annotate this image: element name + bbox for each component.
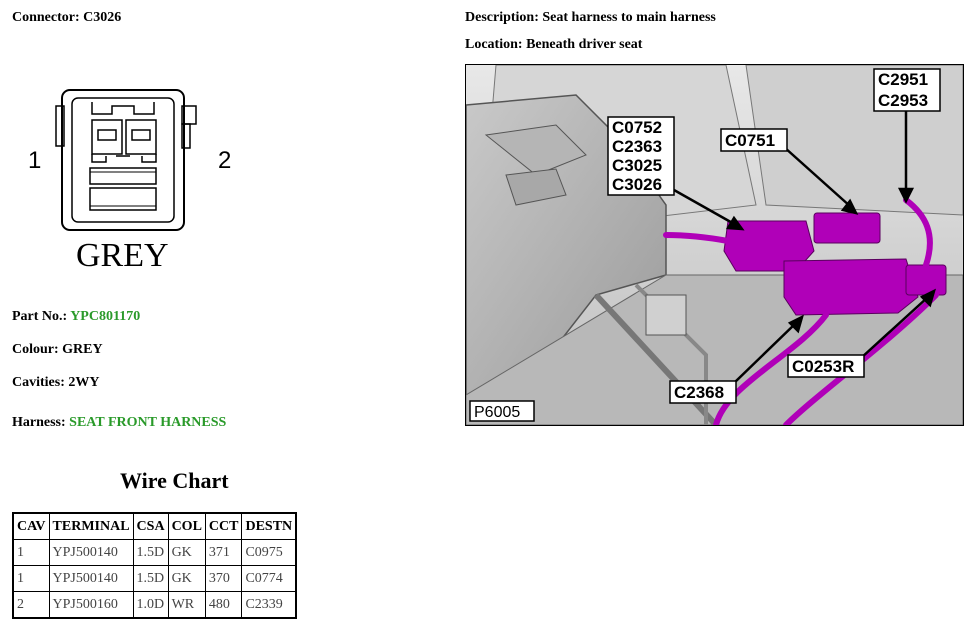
cell-cav: 2 bbox=[12, 591, 50, 619]
callout-c0752: C0752 bbox=[612, 118, 662, 137]
cavities-value: 2WY bbox=[68, 375, 100, 390]
cell-cav: 1 bbox=[12, 565, 50, 592]
connector-label: Connector: bbox=[12, 10, 80, 25]
connector-heading: Connector: C3026 bbox=[12, 10, 121, 26]
description-label: Description: bbox=[465, 10, 539, 25]
cell-csa: 1.5D bbox=[132, 565, 169, 592]
callout-c0253r: C0253R bbox=[792, 357, 854, 376]
header-destn: DESTN bbox=[241, 512, 297, 540]
cell-destn: C0774 bbox=[241, 565, 297, 592]
wire-chart-table: CAV TERMINAL CSA COL CCT DESTN 1 YPJ5001… bbox=[12, 512, 298, 619]
description-row: Description: Seat harness to main harnes… bbox=[465, 10, 716, 26]
header-terminal: TERMINAL bbox=[48, 512, 134, 540]
callout-c3025: C3025 bbox=[612, 156, 662, 175]
cell-destn: C2339 bbox=[241, 591, 297, 619]
callout-c2368: C2368 bbox=[674, 383, 724, 402]
harness-row: Harness: SEAT FRONT HARNESS bbox=[12, 415, 226, 431]
location-illustration: C0752 C2363 C3025 C3026 C0751 C2951 C295… bbox=[465, 64, 964, 426]
seat-underside-drawing: C0752 C2363 C3025 C3026 C0751 C2951 C295… bbox=[466, 65, 963, 425]
table-row: 1 YPJ500140 1.5D GK 371 C0975 bbox=[12, 539, 297, 566]
description-value: Seat harness to main harness bbox=[542, 10, 716, 25]
cavities-label: Cavities: bbox=[12, 375, 65, 390]
colour-label: Colour: bbox=[12, 342, 59, 357]
callout-c2363: C2363 bbox=[612, 137, 662, 156]
cell-csa: 1.5D bbox=[132, 539, 169, 566]
location-label: Location: bbox=[465, 37, 523, 52]
cell-cct: 480 bbox=[204, 591, 243, 619]
cell-cct: 371 bbox=[204, 539, 243, 566]
harness-link[interactable]: SEAT FRONT HARNESS bbox=[69, 415, 227, 430]
cell-terminal: YPJ500140 bbox=[48, 565, 134, 592]
harness-label: Harness: bbox=[12, 415, 66, 430]
header-cav: CAV bbox=[12, 512, 50, 540]
callout-c3026: C3026 bbox=[612, 175, 662, 194]
cell-cct: 370 bbox=[204, 565, 243, 592]
location-value: Beneath driver seat bbox=[526, 37, 643, 52]
callout-c0751: C0751 bbox=[725, 131, 775, 150]
connector-face-diagram: 1 2 GREY bbox=[28, 89, 231, 274]
header-csa: CSA bbox=[132, 512, 169, 540]
cell-col: WR bbox=[167, 591, 206, 619]
header-col: COL bbox=[167, 512, 206, 540]
cell-col: GK bbox=[167, 565, 206, 592]
cell-terminal: YPJ500140 bbox=[48, 539, 134, 566]
cell-csa: 1.0D bbox=[132, 591, 169, 619]
part-number-link[interactable]: YPC801170 bbox=[70, 309, 141, 324]
colour-value: GREY bbox=[62, 342, 103, 357]
pin-1-label: 1 bbox=[28, 147, 41, 174]
cell-terminal: YPJ500160 bbox=[48, 591, 134, 619]
location-row: Location: Beneath driver seat bbox=[465, 37, 642, 53]
wire-chart-title: Wire Chart bbox=[120, 468, 229, 493]
table-row: 1 YPJ500140 1.5D GK 370 C0774 bbox=[12, 565, 297, 592]
pin-2-label: 2 bbox=[218, 147, 231, 174]
colour-row: Colour: GREY bbox=[12, 342, 103, 358]
cell-cav: 1 bbox=[12, 539, 50, 566]
cell-destn: C0975 bbox=[241, 539, 297, 566]
cavities-row: Cavities: 2WY bbox=[12, 375, 100, 391]
wire-chart-header-row: CAV TERMINAL CSA COL CCT DESTN bbox=[12, 512, 297, 540]
callout-c2953: C2953 bbox=[878, 91, 928, 110]
callout-c2951: C2951 bbox=[878, 70, 928, 89]
connector-id: C3026 bbox=[83, 10, 122, 25]
table-row: 2 YPJ500160 1.0D WR 480 C2339 bbox=[12, 591, 297, 619]
connector-color-text: GREY bbox=[76, 237, 169, 274]
figure-id: P6005 bbox=[474, 404, 520, 421]
part-number: Part No.: YPC801170 bbox=[12, 309, 140, 325]
header-cct: CCT bbox=[204, 512, 243, 540]
part-number-label: Part No.: bbox=[12, 309, 68, 324]
cell-col: GK bbox=[167, 539, 206, 566]
